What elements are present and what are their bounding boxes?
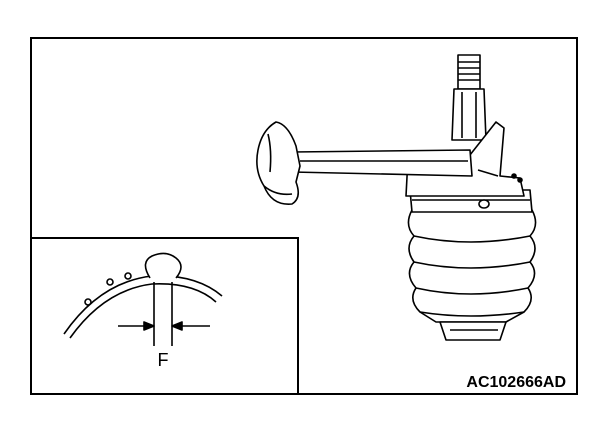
band-crimp-loop — [144, 252, 182, 279]
arrow-left — [143, 321, 155, 331]
shaft-spline-end — [457, 54, 481, 90]
joint-housing — [439, 321, 507, 341]
reference-code: AC102666AD — [466, 374, 566, 391]
hand — [256, 121, 301, 205]
dimension-label-f: F — [158, 350, 169, 370]
finger — [256, 121, 301, 205]
shaft-body — [451, 88, 487, 141]
boot-bellows — [407, 209, 537, 323]
band-crimp — [478, 199, 490, 209]
drive-shaft-assembly — [291, 54, 537, 341]
outer-frame — [30, 37, 578, 395]
band-inner-arc — [69, 283, 217, 339]
band-gauge-bar — [291, 149, 473, 177]
band-cross-section — [63, 252, 223, 346]
arrow-right — [171, 321, 183, 331]
